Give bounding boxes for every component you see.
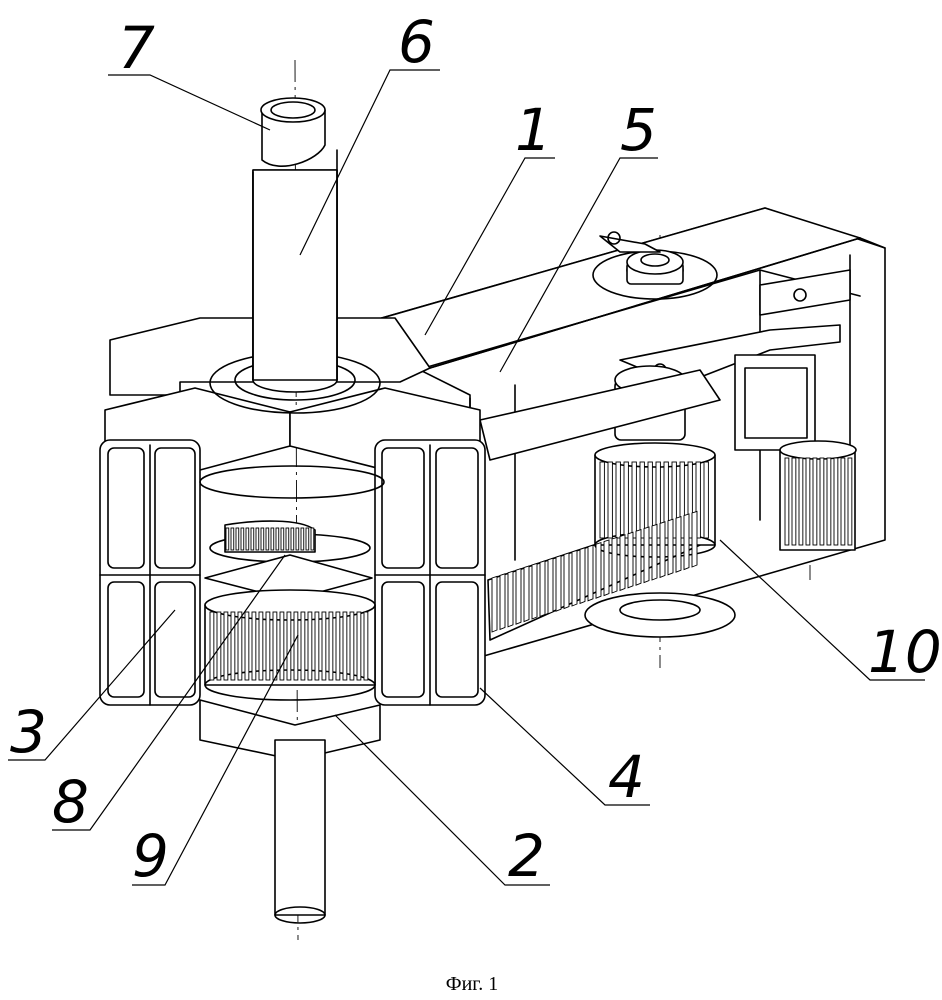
callout-9: 9 xyxy=(132,822,169,890)
gear-teeth xyxy=(209,457,853,681)
callout-2: 2 xyxy=(508,822,545,890)
leader-lines xyxy=(8,69,925,886)
callout-3: 3 xyxy=(10,698,47,766)
callout-8: 8 xyxy=(52,768,89,836)
figure-caption: Фиг. 1 xyxy=(446,973,498,995)
callout-1: 1 xyxy=(515,96,552,164)
callout-7: 7 xyxy=(118,14,155,82)
left-housing xyxy=(99,387,486,761)
callout-6: 6 xyxy=(398,8,435,76)
callout-4: 4 xyxy=(608,743,645,811)
callout-labels: 7 6 1 5 10 3 8 9 4 2 xyxy=(10,8,942,890)
callout-10: 10 xyxy=(868,618,942,686)
vertical-shaft xyxy=(209,97,381,924)
callout-5: 5 xyxy=(620,96,657,164)
